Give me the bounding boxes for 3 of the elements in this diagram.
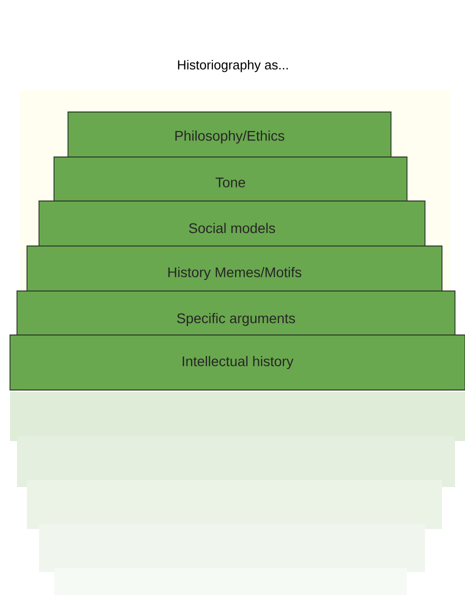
step-box: Intellectual history [10,334,465,390]
title: Historiography as... [178,60,288,72]
step-box: Philosophy/Ethics [68,112,392,162]
